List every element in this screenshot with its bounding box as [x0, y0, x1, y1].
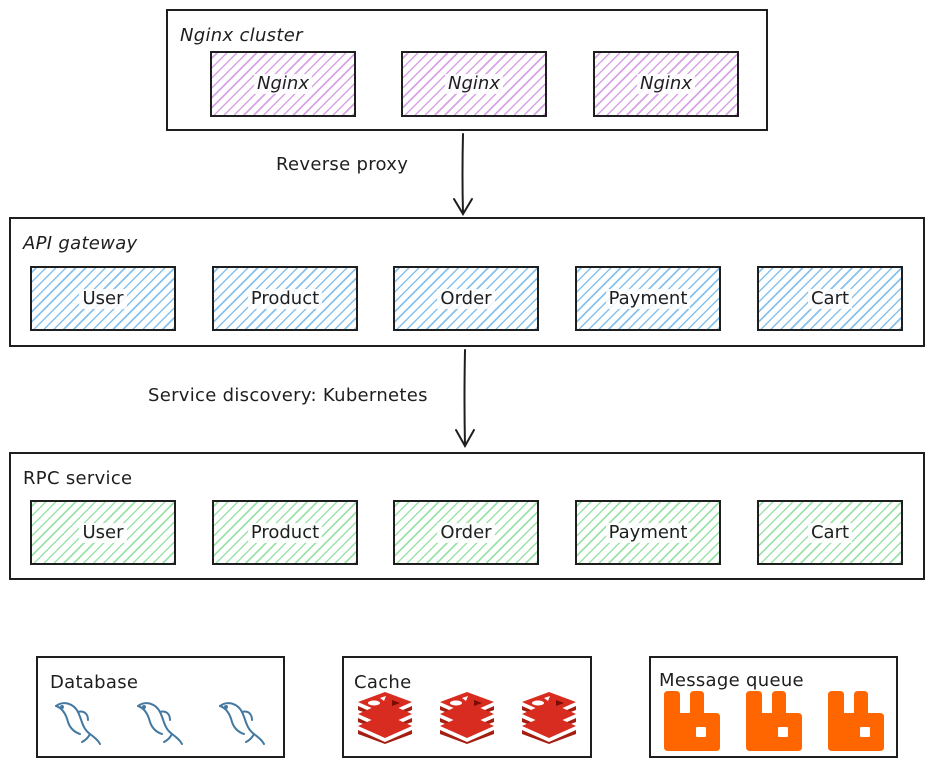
rpc-service-label: Cart: [807, 522, 853, 543]
service-discovery-label: Service discovery: Kubernetes: [148, 385, 428, 406]
message-queue-title: Message queue: [659, 670, 804, 691]
redis-icon: [358, 692, 412, 744]
database-frame: Database: [36, 656, 285, 758]
nginx-node[interactable]: Nginx: [401, 51, 547, 117]
reverse-proxy-arrow: [453, 133, 473, 216]
gateway-service-product[interactable]: Product: [212, 266, 358, 331]
redis-icon: [522, 692, 576, 744]
rabbitmq-icon: [746, 691, 802, 751]
rpc-service-label: Payment: [605, 522, 691, 543]
nginx-cluster-title: Nginx cluster: [180, 25, 303, 46]
gateway-service-label: Product: [247, 288, 323, 309]
rpc-service-product[interactable]: Product: [212, 500, 358, 565]
rpc-service-order[interactable]: Order: [393, 500, 539, 565]
database-title: Database: [50, 672, 139, 693]
rpc-service-payment[interactable]: Payment: [575, 500, 721, 565]
mysql-dolphin-icon: [55, 702, 101, 745]
gateway-service-payment[interactable]: Payment: [575, 266, 721, 331]
nginx-node[interactable]: Nginx: [210, 51, 356, 117]
rpc-service-label: Product: [247, 522, 323, 543]
rpc-service-label: Order: [437, 522, 495, 543]
mysql-dolphin-icon: [137, 702, 183, 745]
gateway-service-label: Order: [437, 288, 495, 309]
gateway-service-label: Payment: [605, 288, 691, 309]
gateway-service-label: User: [79, 288, 127, 309]
redis-icon: [440, 692, 494, 744]
nginx-node-label: Nginx: [637, 74, 695, 94]
service-discovery-arrow: [455, 349, 475, 449]
rpc-service-title: RPC service: [23, 468, 133, 489]
mysql-dolphin-icon: [219, 702, 265, 745]
cache-title: Cache: [354, 672, 412, 693]
reverse-proxy-label: Reverse proxy: [276, 154, 409, 175]
nginx-node-label: Nginx: [445, 74, 503, 94]
gateway-service-order[interactable]: Order: [393, 266, 539, 331]
gateway-service-cart[interactable]: Cart: [757, 266, 903, 331]
rpc-service-user[interactable]: User: [30, 500, 176, 565]
api-gateway-title: API gateway: [23, 233, 138, 254]
rabbitmq-icon: [828, 691, 884, 751]
gateway-service-label: Cart: [807, 288, 853, 309]
rpc-service-label: User: [79, 522, 127, 543]
nginx-node[interactable]: Nginx: [593, 51, 739, 117]
nginx-node-label: Nginx: [254, 74, 312, 94]
rabbitmq-icon: [664, 691, 720, 751]
gateway-service-user[interactable]: User: [30, 266, 176, 331]
rpc-service-cart[interactable]: Cart: [757, 500, 903, 565]
